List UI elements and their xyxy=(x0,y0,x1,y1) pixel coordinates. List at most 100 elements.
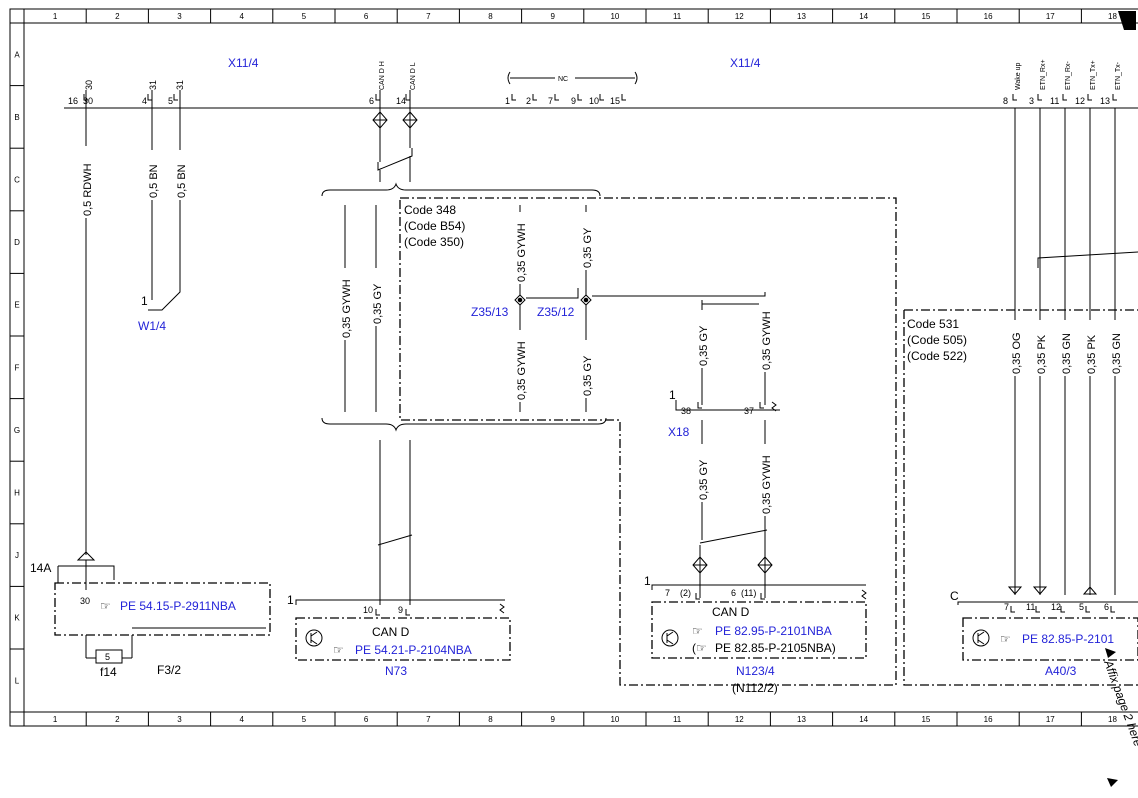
n123-sub-label: (N112/2) xyxy=(732,681,778,695)
code-b54: (Code B54) xyxy=(404,219,465,233)
wire-gywh-r1: 0,35 GYWH xyxy=(761,311,773,370)
wire-gy-r1: 0,35 GY xyxy=(698,325,710,366)
a40-label: A40/3 xyxy=(1045,664,1077,678)
connector-x11-left: X11/4 xyxy=(228,56,259,70)
connector-x11-right: X11/4 xyxy=(730,56,761,70)
x18-pin-37: 37 xyxy=(744,406,754,416)
n73-pin-10: 10 xyxy=(363,605,373,615)
code-531: Code 531 xyxy=(907,317,959,331)
f32-label: F3/2 xyxy=(157,663,181,677)
grid-row-label: J xyxy=(15,551,19,560)
code-348: Code 348 xyxy=(404,203,456,217)
pin-3: 3 xyxy=(1029,96,1034,106)
grid-col-label: 1 xyxy=(53,12,58,21)
corner-mark xyxy=(1118,11,1136,30)
grid-col-label: 17 xyxy=(1046,715,1055,724)
grid-col-label: 12 xyxy=(735,12,744,21)
pin-2: 2 xyxy=(526,96,531,106)
code-350: (Code 350) xyxy=(404,235,464,249)
grid-row-label: D xyxy=(14,238,20,247)
grid-col-label: 15 xyxy=(921,715,930,724)
wire-gywh-z1: 0,35 GYWH xyxy=(516,223,528,282)
grid-col-label: 2 xyxy=(115,12,120,21)
grid-col-label: 13 xyxy=(797,715,806,724)
book-icon: (☞ xyxy=(692,641,707,655)
grid-col-label: 16 xyxy=(984,715,993,724)
signal-31a: 31 xyxy=(148,80,158,90)
wire-bn-1: 0,5 BN xyxy=(148,164,160,198)
wire-gywh-left: 0,35 GYWH xyxy=(341,279,353,338)
z35-13-label: Z35/13 xyxy=(471,305,509,319)
grid-col-label: 14 xyxy=(859,715,868,724)
book-icon: ☞ xyxy=(100,599,111,613)
signal-etn-tx-minus: ETN_Tx- xyxy=(1115,61,1122,90)
n73-ref: PE 54.21-P-2104NBA xyxy=(355,643,472,657)
pin-15: 15 xyxy=(610,96,620,106)
bus-pin-ticks xyxy=(83,94,1117,101)
wire-labels: 0,5 RDWH 0,5 BN 0,5 BN 0,35 GYWH 0,35 GY… xyxy=(80,146,1123,516)
wire-gywh-z2: 0,35 GYWH xyxy=(516,341,528,400)
grid-col-label: 9 xyxy=(550,12,555,21)
grid-row-label: C xyxy=(14,176,20,185)
signal-31b: 31 xyxy=(175,80,185,90)
grid-row-label: F xyxy=(15,363,20,372)
pin-1: 1 xyxy=(505,96,510,106)
wire-gywh-r2: 0,35 GYWH xyxy=(761,455,773,514)
signal-30: 30 xyxy=(84,80,94,90)
nc-bracket xyxy=(507,71,638,85)
f32-pin-30: 30 xyxy=(80,596,90,606)
signal-etn-tx-plus: ETN_Tx+ xyxy=(1090,60,1097,90)
pin-5: 5 xyxy=(168,96,173,106)
pin-6: 6 xyxy=(369,96,374,106)
arrow-icon xyxy=(1107,778,1118,787)
grid-row-label: G xyxy=(14,426,20,435)
a40-pin-5: 5 xyxy=(1079,602,1084,612)
wire-gy-z2: 0,35 GY xyxy=(582,355,594,396)
grid-row-label: H xyxy=(14,489,20,498)
grid-col-label: 10 xyxy=(610,715,619,724)
grid-col-label: 9 xyxy=(550,715,555,724)
w14-pin: 1 xyxy=(141,294,148,308)
grid-row-label: L xyxy=(15,676,20,685)
n123-pin-6: 6 xyxy=(731,588,736,598)
grid-col-label: 8 xyxy=(488,715,493,724)
grid-col-label: 11 xyxy=(673,12,682,21)
n123-pin-2: (2) xyxy=(680,588,691,598)
signal-etn-rx-minus: ETN_Rx- xyxy=(1065,61,1072,90)
f14-number: 5 xyxy=(105,652,110,662)
nc-label: NC xyxy=(558,76,568,83)
n73-pin-1: 1 xyxy=(287,593,294,607)
wire-bn-2: 0,5 BN xyxy=(176,164,188,198)
pin-16: 16 xyxy=(68,96,78,106)
signal-can-l: CAN D L xyxy=(410,62,417,90)
code-505: (Code 505) xyxy=(907,333,967,347)
f14-label: f14 xyxy=(100,665,117,679)
a40-pin-11: 11 xyxy=(1026,602,1035,612)
pin-12: 12 xyxy=(1075,96,1085,106)
n123-can: CAN D xyxy=(712,605,750,619)
grid-col-label: 7 xyxy=(426,715,431,724)
grid-col-label: 16 xyxy=(984,12,993,21)
pin-4: 4 xyxy=(142,96,147,106)
grid-col-label: 14 xyxy=(859,12,868,21)
grid-col-label: 2 xyxy=(115,715,120,724)
w14-label: W1/4 xyxy=(138,319,166,333)
wire-pk-1: 0,35 PK xyxy=(1036,334,1048,374)
z35-12-label: Z35/12 xyxy=(537,305,575,319)
grid-col-label: 18 xyxy=(1108,12,1117,21)
top-pin-numbers: 16 30 4 5 6 14 1 2 7 9 10 15 8 3 11 12 1… xyxy=(68,96,1110,106)
grid-col-label: 8 xyxy=(488,12,493,21)
splice-markers xyxy=(372,110,773,575)
n123-label: N123/4 xyxy=(736,664,775,678)
f32-14a: 14A xyxy=(30,561,51,575)
grid-col-label: 3 xyxy=(177,715,182,724)
n73-pin-9: 9 xyxy=(398,605,403,615)
grid-col-label: 12 xyxy=(735,715,744,724)
grid-col-label: 3 xyxy=(177,12,182,21)
wire-gn-1: 0,35 GN xyxy=(1061,333,1073,374)
grid-col-label: 5 xyxy=(302,715,307,724)
f32-ref: PE 54.15-P-2911NBA xyxy=(120,599,236,613)
a40-pin-6: 6 xyxy=(1104,602,1109,612)
n123-pin-1: 1 xyxy=(644,574,651,588)
